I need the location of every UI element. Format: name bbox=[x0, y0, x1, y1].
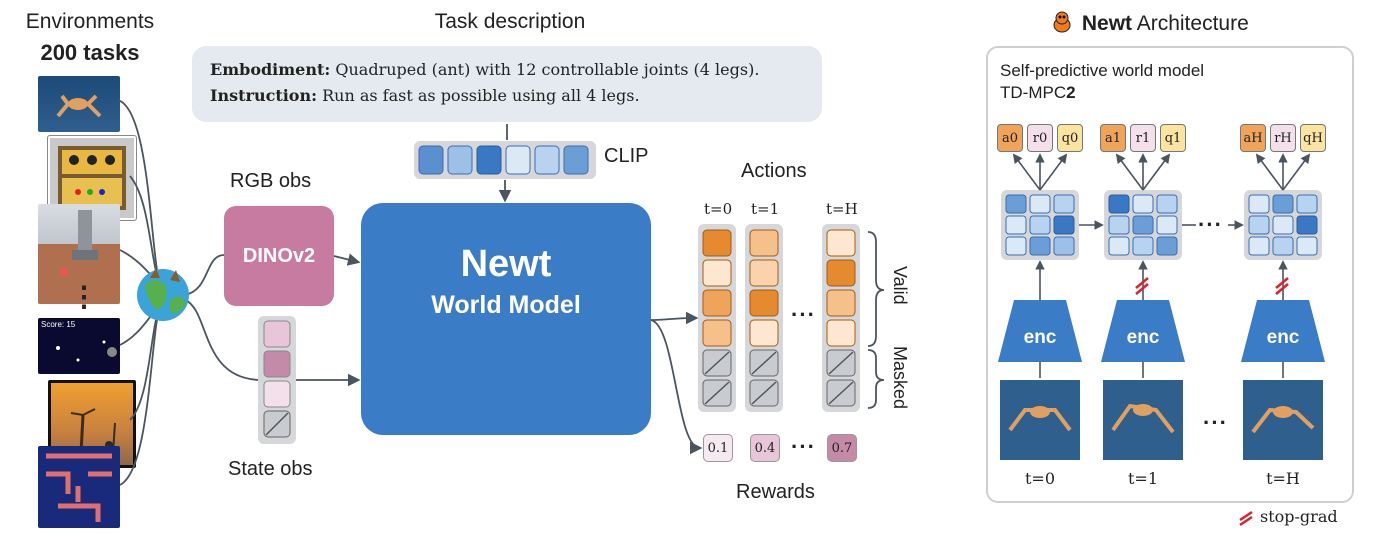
action-columns bbox=[698, 224, 860, 412]
environments-ellipsis: ⋮ bbox=[70, 281, 98, 312]
method-version: 2 bbox=[1066, 83, 1076, 102]
instruction-label: Instruction: bbox=[210, 86, 317, 105]
method-name: TD-MPC bbox=[1000, 83, 1067, 102]
instruction-text: Run as fast as possible using all 4 legs… bbox=[317, 86, 640, 105]
newt-mascot-icon bbox=[1053, 11, 1071, 33]
world-model-title: Newt bbox=[460, 243, 552, 285]
globe-icon bbox=[137, 268, 189, 321]
world-model-subtitle: World Model bbox=[431, 291, 581, 319]
encoder-label: enc bbox=[1023, 327, 1057, 348]
task-description-box: Embodiment: Quadruped (ant) with 12 cont… bbox=[192, 46, 822, 122]
rewards-ellipsis: ··· bbox=[791, 434, 816, 459]
valid-masked-braces bbox=[867, 231, 885, 409]
action-output: aH bbox=[1240, 124, 1266, 152]
value-output: q0 bbox=[1057, 124, 1083, 152]
state-obs-label: State obs bbox=[228, 458, 313, 480]
action-output: a0 bbox=[997, 124, 1023, 152]
env-thumb-ant bbox=[38, 76, 120, 132]
embodiment-text: Quadruped (ant) with 12 controllable joi… bbox=[330, 60, 760, 79]
frame-ellipsis: ··· bbox=[1203, 410, 1228, 435]
valid-label: Valid bbox=[890, 266, 910, 305]
architecture-method: TD-MPC2 bbox=[1000, 83, 1076, 103]
rgb-obs-label: RGB obs bbox=[230, 170, 312, 192]
architecture-title: Newt Architecture bbox=[1050, 10, 1330, 36]
world-model-box: Newt World Model bbox=[361, 203, 651, 435]
actions-ellipsis: ··· bbox=[791, 302, 816, 327]
stop-grad-icon bbox=[1239, 510, 1253, 526]
stop-grad-label: stop-grad bbox=[1260, 507, 1338, 526]
architecture-title-bold: Newt bbox=[1081, 12, 1133, 35]
encoder-label: enc bbox=[1126, 327, 1160, 348]
latent-grid bbox=[1244, 190, 1322, 260]
task-description-title: Task description bbox=[434, 10, 586, 33]
architecture-subtitle: Self-predictive world model bbox=[1000, 61, 1205, 80]
environments-title: Environments bbox=[25, 10, 155, 33]
reward-value: 0.4 bbox=[750, 434, 780, 462]
frame-time-label: t=0 bbox=[1024, 469, 1055, 488]
architecture-title-rest: Architecture bbox=[1132, 12, 1249, 35]
value-output: q1 bbox=[1160, 124, 1186, 152]
reward-value: 0.1 bbox=[703, 434, 733, 462]
state-obs-tokens bbox=[258, 316, 296, 444]
env-thumb-space-game: Score: 15 bbox=[38, 318, 120, 374]
observation-frames bbox=[1000, 380, 1323, 460]
rewards-label: Rewards bbox=[736, 481, 815, 503]
time-label-t1: t=1 bbox=[751, 200, 780, 218]
stop-grad-marks bbox=[1135, 277, 1289, 295]
latent-ellipsis: ··· bbox=[1198, 212, 1223, 237]
action-output: a1 bbox=[1100, 124, 1126, 152]
encoder-blocks bbox=[998, 300, 1325, 362]
architecture-diagram bbox=[998, 153, 1325, 460]
instruction-line: Instruction: Run as fast as possible usi… bbox=[210, 86, 640, 105]
time-label-t0: t=0 bbox=[704, 200, 733, 218]
actions-label: Actions bbox=[741, 160, 807, 182]
reward-value: 0.7 bbox=[827, 434, 857, 462]
clip-tokens bbox=[414, 141, 596, 179]
frame-time-label: t=H bbox=[1266, 469, 1300, 488]
value-output: qH bbox=[1300, 124, 1326, 152]
latent-grid bbox=[1104, 190, 1182, 260]
embodiment-label: Embodiment: bbox=[210, 60, 331, 79]
frame-time-label: t=1 bbox=[1127, 469, 1158, 488]
env-thumb-maze bbox=[38, 446, 120, 528]
encoder-label: enc bbox=[1266, 327, 1300, 348]
dinov2-encoder: DINOv2 bbox=[224, 206, 334, 306]
masked-label: Masked bbox=[890, 346, 910, 410]
environments-count: 200 tasks bbox=[40, 40, 140, 65]
time-label-tH: t=H bbox=[826, 200, 858, 218]
reward-output: rH bbox=[1270, 124, 1296, 152]
reward-output: r0 bbox=[1027, 124, 1053, 152]
env-thumb-robot-arm bbox=[38, 204, 120, 304]
clip-label: CLIP bbox=[604, 145, 649, 167]
embodiment-line: Embodiment: Quadruped (ant) with 12 cont… bbox=[210, 60, 759, 79]
reward-output: r1 bbox=[1130, 124, 1156, 152]
latent-grid bbox=[1001, 190, 1079, 260]
game-score-text: Score: 15 bbox=[41, 320, 76, 329]
